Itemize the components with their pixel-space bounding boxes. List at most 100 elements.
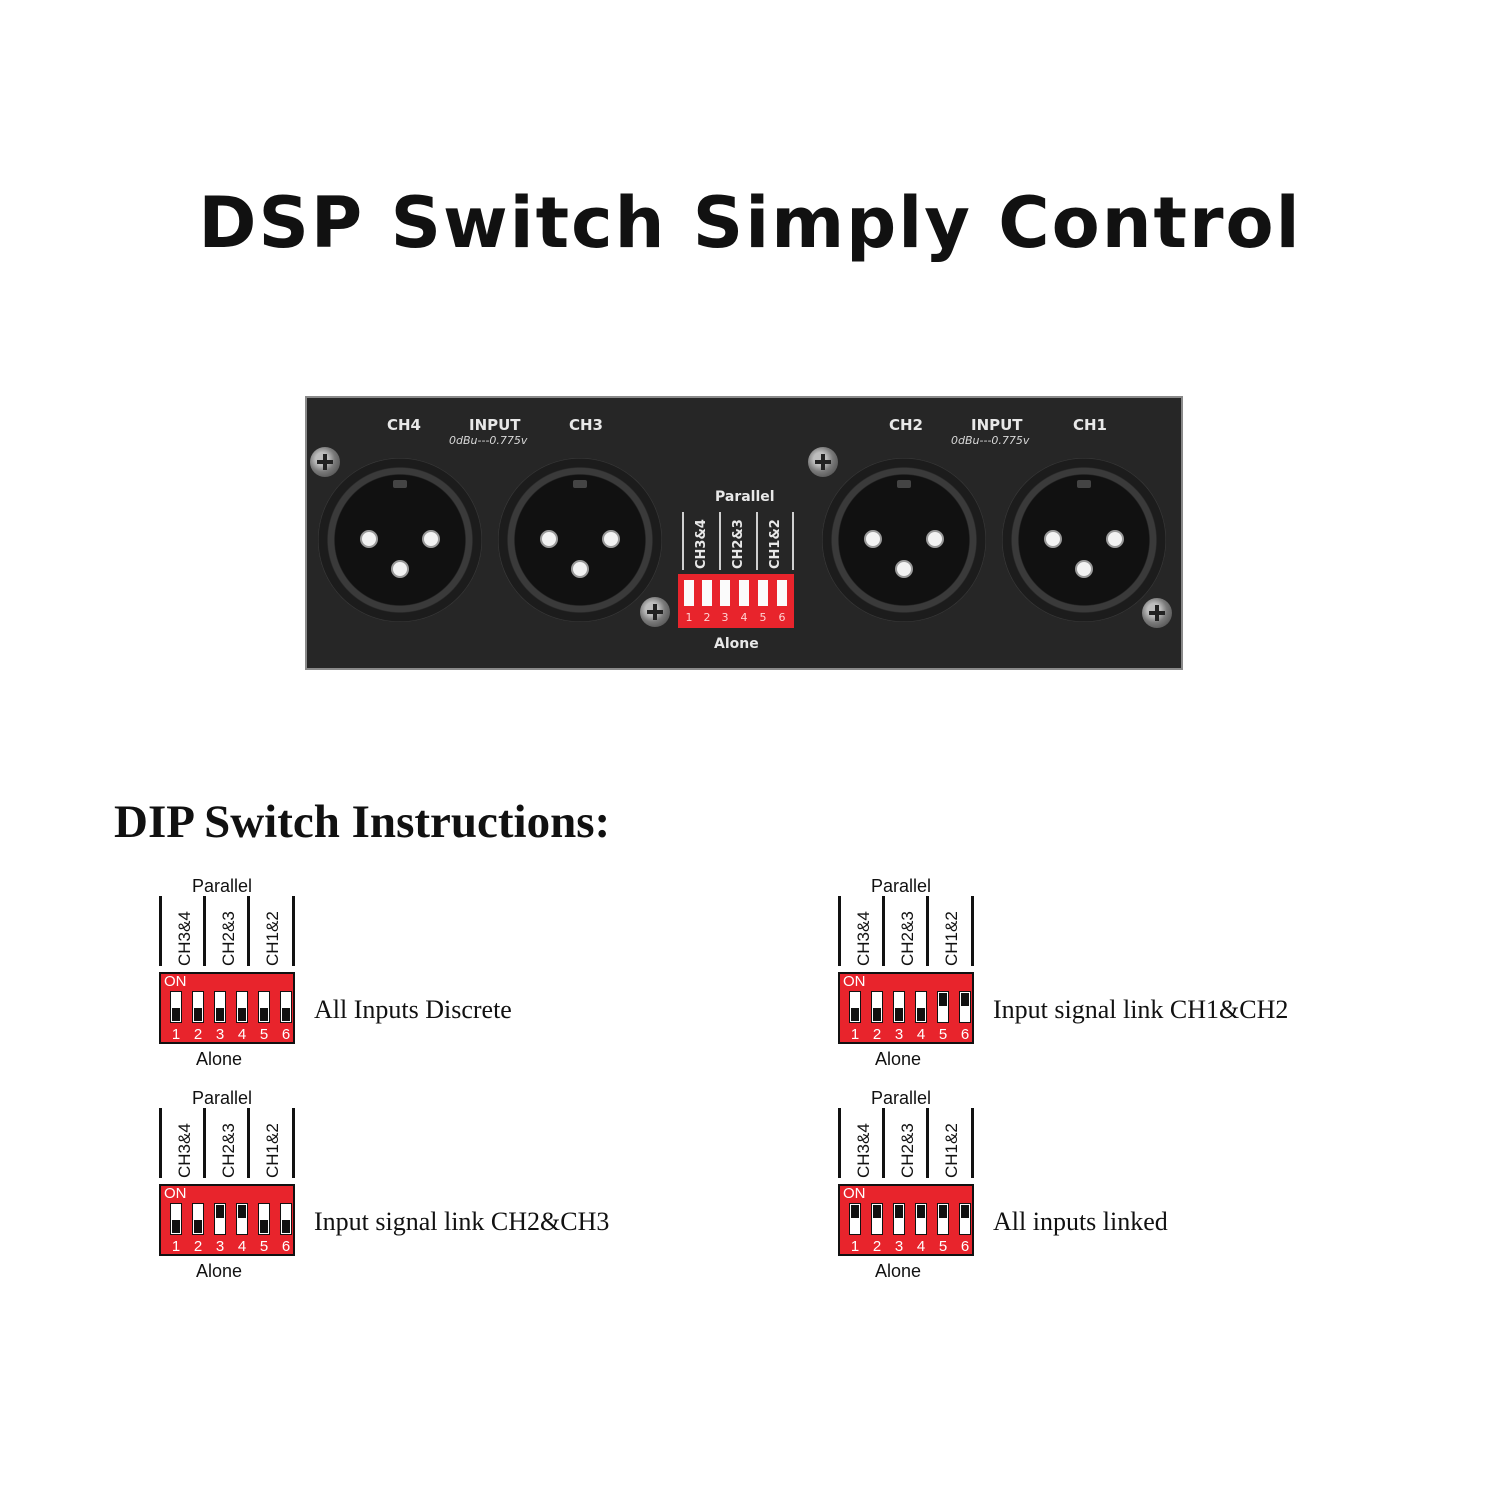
dip-number: 3 [215, 1238, 225, 1255]
dip-lever-knob [216, 1008, 224, 1021]
screw-icon [310, 447, 340, 477]
dip-lever-5[interactable] [258, 991, 270, 1023]
panel-dip-lever[interactable] [720, 580, 730, 606]
panel-dip-lever[interactable] [739, 580, 749, 606]
dip-number: 3 [215, 1026, 225, 1043]
panel-dip-lever[interactable] [758, 580, 768, 606]
dip-lever-3[interactable] [214, 991, 226, 1023]
dip-lever-knob [194, 1008, 202, 1021]
dip-lever-knob [961, 1205, 969, 1218]
dip-number: 5 [259, 1026, 269, 1043]
screw-icon [640, 597, 670, 627]
dip-lever-4[interactable] [915, 991, 927, 1023]
group-label-ch34: CH3&4 [854, 1123, 873, 1178]
label-level-left: 0dBu---0.775v [449, 434, 528, 447]
panel-group-ch23: CH2&3 [731, 519, 746, 569]
dip-number: 6 [281, 1026, 291, 1043]
dip-lever-5[interactable] [937, 991, 949, 1023]
group-label-ch23: CH2&3 [219, 911, 238, 966]
dip-number: 2 [872, 1026, 882, 1043]
xlr-pin [864, 530, 882, 548]
panel-group-ch34: CH3&4 [694, 519, 709, 569]
dip-lever-5[interactable] [258, 1203, 270, 1235]
xlr-input-ch3 [498, 458, 662, 622]
dip-number: 2 [193, 1238, 203, 1255]
label-input-right: INPUT [971, 416, 1023, 434]
xlr-pin [540, 530, 558, 548]
dip-lever-2[interactable] [871, 991, 883, 1023]
label-ch1: CH1 [1073, 416, 1107, 434]
bracket-line [203, 896, 206, 966]
dip-lever-6[interactable] [280, 1203, 292, 1235]
parallel-label: Parallel [192, 876, 253, 896]
dip-lever-5[interactable] [937, 1203, 949, 1235]
dip-lever-3[interactable] [893, 991, 905, 1023]
panel-dip-lever[interactable] [702, 580, 712, 606]
panel-dip-lever[interactable] [684, 580, 694, 606]
dip-lever-3[interactable] [893, 1203, 905, 1235]
panel-dip-number: 6 [778, 611, 786, 624]
on-label: ON [164, 973, 187, 990]
group-label-ch12: CH1&2 [263, 911, 282, 966]
dip-lever-4[interactable] [915, 1203, 927, 1235]
xlr-pin [1075, 560, 1093, 578]
bracket-line [882, 896, 885, 966]
label-level-right: 0dBu---0.775v [951, 434, 1030, 447]
on-label: ON [843, 1185, 866, 1202]
dip-lever-2[interactable] [192, 1203, 204, 1235]
xlr-input-ch2 [822, 458, 986, 622]
panel-dip-lever[interactable] [777, 580, 787, 606]
dip-lever-4[interactable] [236, 991, 248, 1023]
dip-number: 4 [916, 1238, 926, 1255]
screw-icon [1142, 598, 1172, 628]
dip-number: 1 [171, 1026, 181, 1043]
dip-number: 4 [237, 1238, 247, 1255]
dip-lever-6[interactable] [280, 991, 292, 1023]
bracket-line [838, 896, 841, 966]
dip-lever-knob [282, 1008, 290, 1021]
dip-lever-1[interactable] [170, 1203, 182, 1235]
dip-lever-knob [282, 1220, 290, 1233]
dip-lever-1[interactable] [849, 991, 861, 1023]
page-title: DSP Switch Simply Control [198, 182, 1302, 264]
xlr-pin [391, 560, 409, 578]
dip-lever-6[interactable] [959, 1203, 971, 1235]
dip-number: 3 [894, 1238, 904, 1255]
label-panel-parallel: Parallel [715, 489, 775, 505]
dip-lever-knob [260, 1220, 268, 1233]
panel-dip-switch[interactable]: 1 2 3 4 5 6 [678, 574, 794, 628]
dip-lever-knob [873, 1008, 881, 1021]
group-label-ch12: CH1&2 [942, 911, 961, 966]
dip-number: 3 [894, 1026, 904, 1043]
group-label-ch23: CH2&3 [898, 911, 917, 966]
dip-number: 5 [938, 1238, 948, 1255]
bracket-line [292, 1108, 295, 1178]
dip-lever-4[interactable] [236, 1203, 248, 1235]
on-label: ON [843, 973, 866, 990]
bracket-line [159, 1108, 162, 1178]
dip-lever-1[interactable] [849, 1203, 861, 1235]
dip-lever-6[interactable] [959, 991, 971, 1023]
dip-number: 4 [916, 1026, 926, 1043]
xlr-latch [393, 480, 407, 488]
xlr-pin [602, 530, 620, 548]
dip-lever-1[interactable] [170, 991, 182, 1023]
dip-lever-knob [238, 1205, 246, 1218]
dip-lever-knob [216, 1205, 224, 1218]
dip-lever-2[interactable] [871, 1203, 883, 1235]
xlr-pin [360, 530, 378, 548]
group-label-ch34: CH3&4 [175, 911, 194, 966]
dip-lever-knob [961, 993, 969, 1006]
dip-lever-3[interactable] [214, 1203, 226, 1235]
bracket-line [926, 896, 929, 966]
bracket-line [159, 896, 162, 966]
dip-lever-knob [917, 1008, 925, 1021]
dip-lever-knob [939, 993, 947, 1006]
dip-lever-2[interactable] [192, 991, 204, 1023]
